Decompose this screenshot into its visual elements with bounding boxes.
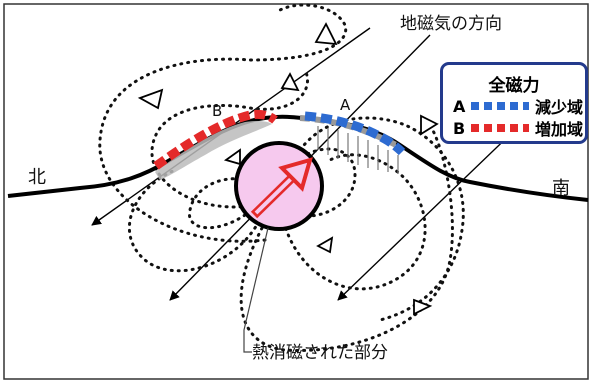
legend-row-increase: B 増加域 bbox=[453, 117, 584, 140]
body-arrow-head bbox=[278, 157, 313, 192]
arrowhead-top bbox=[314, 22, 338, 46]
field-line-3 bbox=[337, 124, 521, 301]
figure-frame bbox=[3, 3, 589, 380]
legend-b-label: 増加域 bbox=[535, 120, 584, 139]
demagnetized-leader bbox=[243, 227, 269, 353]
field-loop-middle bbox=[150, 68, 309, 209]
b-texture bbox=[155, 120, 272, 180]
field-loop-lower-right bbox=[280, 153, 427, 291]
arrowhead-lower-right bbox=[413, 298, 433, 316]
legend-red-swatch bbox=[471, 124, 529, 132]
field-loop-outer bbox=[98, 3, 348, 243]
legend: 全磁力 A 減少域 B 増加域 bbox=[440, 62, 588, 144]
demagnetized-body bbox=[234, 141, 324, 231]
legend-a-label: 減少域 bbox=[535, 98, 584, 117]
loop-arrowheads bbox=[137, 22, 439, 316]
field-loop-inner-right bbox=[288, 147, 357, 218]
field-loop-inner-left bbox=[188, 177, 247, 230]
legend-blue-swatch bbox=[471, 102, 529, 110]
legend-a-letter: A bbox=[453, 96, 466, 116]
field-loop-bottom bbox=[239, 123, 454, 352]
a-decrease-marker bbox=[304, 111, 406, 156]
legend-b-letter: B bbox=[453, 118, 466, 138]
arrowhead-right-mid bbox=[420, 114, 439, 136]
field-loop-lower-left bbox=[127, 168, 264, 273]
dipole-field-loops bbox=[98, 3, 465, 352]
point-a-label: A bbox=[340, 96, 351, 114]
point-b-label: B bbox=[212, 102, 222, 120]
legend-title: 全磁力 bbox=[488, 76, 540, 96]
legend-row-decrease: A 減少域 bbox=[453, 95, 584, 118]
arrowhead-inner-left bbox=[223, 148, 241, 166]
arrowhead-middle-top bbox=[280, 72, 300, 92]
arrowhead-upper-left bbox=[137, 88, 164, 110]
north-label: 北 bbox=[28, 167, 46, 188]
arrowhead-lower-mid bbox=[316, 236, 334, 254]
field-loop-right-outer bbox=[298, 116, 465, 322]
demagnetized-label: 熱消磁された部分 bbox=[252, 343, 388, 363]
a-hatching bbox=[317, 126, 399, 174]
south-label: 南 bbox=[552, 178, 570, 199]
b-increase-marker bbox=[153, 109, 278, 170]
field-direction-label: 地磁気の方向 bbox=[400, 14, 502, 34]
